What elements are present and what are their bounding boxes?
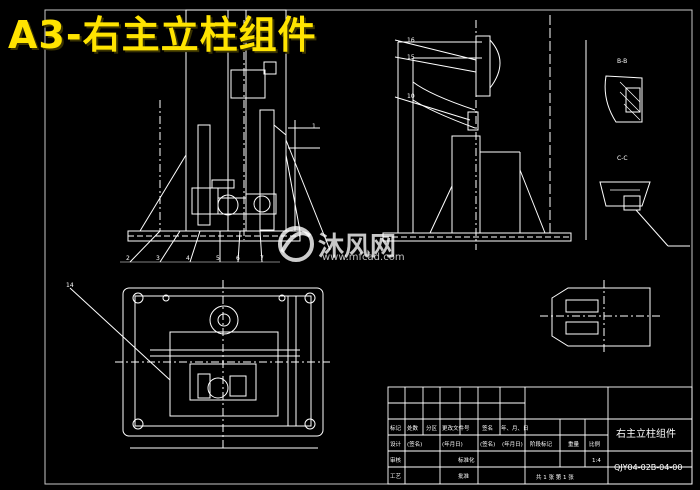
tb-label-date-3: (年月日) <box>502 440 523 448</box>
title-block-main: 右主立柱组件 QJY04-02B-04-00 <box>614 427 682 472</box>
tb-label-zone: 分区 <box>426 424 438 432</box>
tb-label-count: 处数 <box>407 424 419 432</box>
drawing-frame <box>44 9 693 485</box>
tb-role-standard: 标准化 <box>458 456 475 464</box>
callout-3: 3 <box>156 255 160 262</box>
tb-drawing-name: 右主立柱组件 <box>616 427 676 440</box>
tb-role-approve: 批准 <box>458 472 470 480</box>
callout-2: 2 <box>126 255 130 262</box>
callout-16: 16 <box>407 37 415 44</box>
tb-sheet-info: 共 1 张 第 1 张 <box>536 473 574 481</box>
callout-4: 4 <box>186 255 190 262</box>
plan-view <box>69 280 330 449</box>
tb-label-sign-2: (签名) <box>407 440 422 448</box>
callout-5: 5 <box>216 255 220 262</box>
section-label-b-b: B-B <box>617 58 627 65</box>
section-label-c-c: C-C <box>617 155 628 162</box>
page-title: A3-右主立柱组件 <box>8 13 317 57</box>
title-block-grid <box>387 386 693 485</box>
tb-role-review: 审核 <box>390 456 402 464</box>
tb-role-process: 工艺 <box>390 473 402 480</box>
front-view <box>120 9 331 263</box>
title-block-text: 标记 处数 分区 更改文件号 签名 年、月、日 (签名) (年月日) (签名) … <box>390 424 601 481</box>
watermark-url: www.mfcad.com <box>322 252 405 263</box>
tb-label-date: 年、月、日 <box>501 424 529 432</box>
callout-1: 1 <box>312 123 316 130</box>
detail-view <box>540 280 660 352</box>
tb-label-change-doc: 更改文件号 <box>442 424 470 432</box>
callout-10: 10 <box>407 93 415 100</box>
callout-7: 7 <box>260 255 264 262</box>
watermark-name: 沐风网 <box>318 232 397 262</box>
side-view <box>382 15 587 250</box>
tb-weight: 重量 <box>568 440 580 448</box>
callout-6: 6 <box>236 255 240 262</box>
tb-scale-label: 比例 <box>589 440 601 448</box>
tb-scale-value: 1:4 <box>592 458 601 464</box>
callout-14: 14 <box>66 282 74 289</box>
section-b-b <box>604 75 643 123</box>
tb-label-sign: 签名 <box>482 424 493 432</box>
section-c-c <box>599 181 690 247</box>
tb-drawing-number: QJY04-02B-04-00 <box>614 463 682 472</box>
callout-labels: 16 15 10 14 1 2 3 4 5 6 7 B-B C-C <box>66 37 628 289</box>
callout-15: 15 <box>407 54 415 61</box>
tb-stage-mark: 阶段标记 <box>530 440 553 448</box>
watermark-logo-icon <box>278 226 314 262</box>
tb-label-sign-3: (签名) <box>480 440 495 448</box>
tb-label-mark: 标记 <box>390 424 402 432</box>
tb-role-design: 设计 <box>390 440 402 448</box>
tb-label-date-2: (年月日) <box>442 440 463 448</box>
